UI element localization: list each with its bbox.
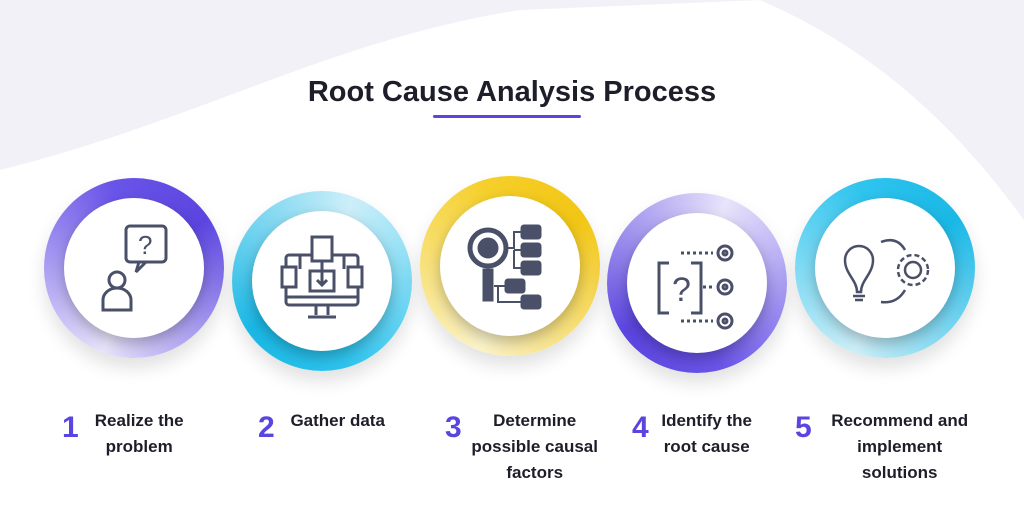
step-number: 3 (445, 411, 462, 444)
page-title: Root Cause Analysis Process (307, 76, 717, 108)
question-targets-icon: ? (657, 244, 734, 330)
step-1: 1 Realize the problem (62, 408, 192, 460)
step-2: 2 Gather data (258, 408, 393, 444)
step-label: Determine possible causal factors (471, 411, 598, 482)
question-person-icon: ? (101, 224, 168, 312)
step-2-circle (232, 191, 412, 371)
step-4: 4 Identify the root cause (632, 408, 757, 460)
svg-text:?: ? (138, 230, 152, 260)
svg-text:?: ? (672, 271, 691, 309)
bulb-gear-icon (843, 239, 930, 304)
magnifier-gear-icon (467, 224, 542, 310)
step-3-circle (420, 176, 600, 356)
step-3: 3 Determine possible causal factors (445, 408, 600, 486)
step-label: Identify the root cause (661, 411, 753, 456)
step-number: 1 (62, 411, 79, 444)
step-label: Realize the problem (94, 411, 184, 456)
step-number: 5 (795, 411, 812, 444)
step-1-circle: ? (44, 178, 224, 358)
step-5: 5 Recommend and implement solutions (795, 408, 980, 486)
title-underline (433, 115, 581, 118)
step-label: Recommend and implement solutions (831, 411, 969, 482)
step-4-circle: ? (607, 193, 787, 373)
step-5-circle (795, 178, 975, 358)
step-label: Gather data (290, 411, 385, 430)
step-number: 2 (258, 411, 275, 444)
step-number: 4 (632, 411, 649, 444)
data-monitor-icon (280, 235, 364, 319)
